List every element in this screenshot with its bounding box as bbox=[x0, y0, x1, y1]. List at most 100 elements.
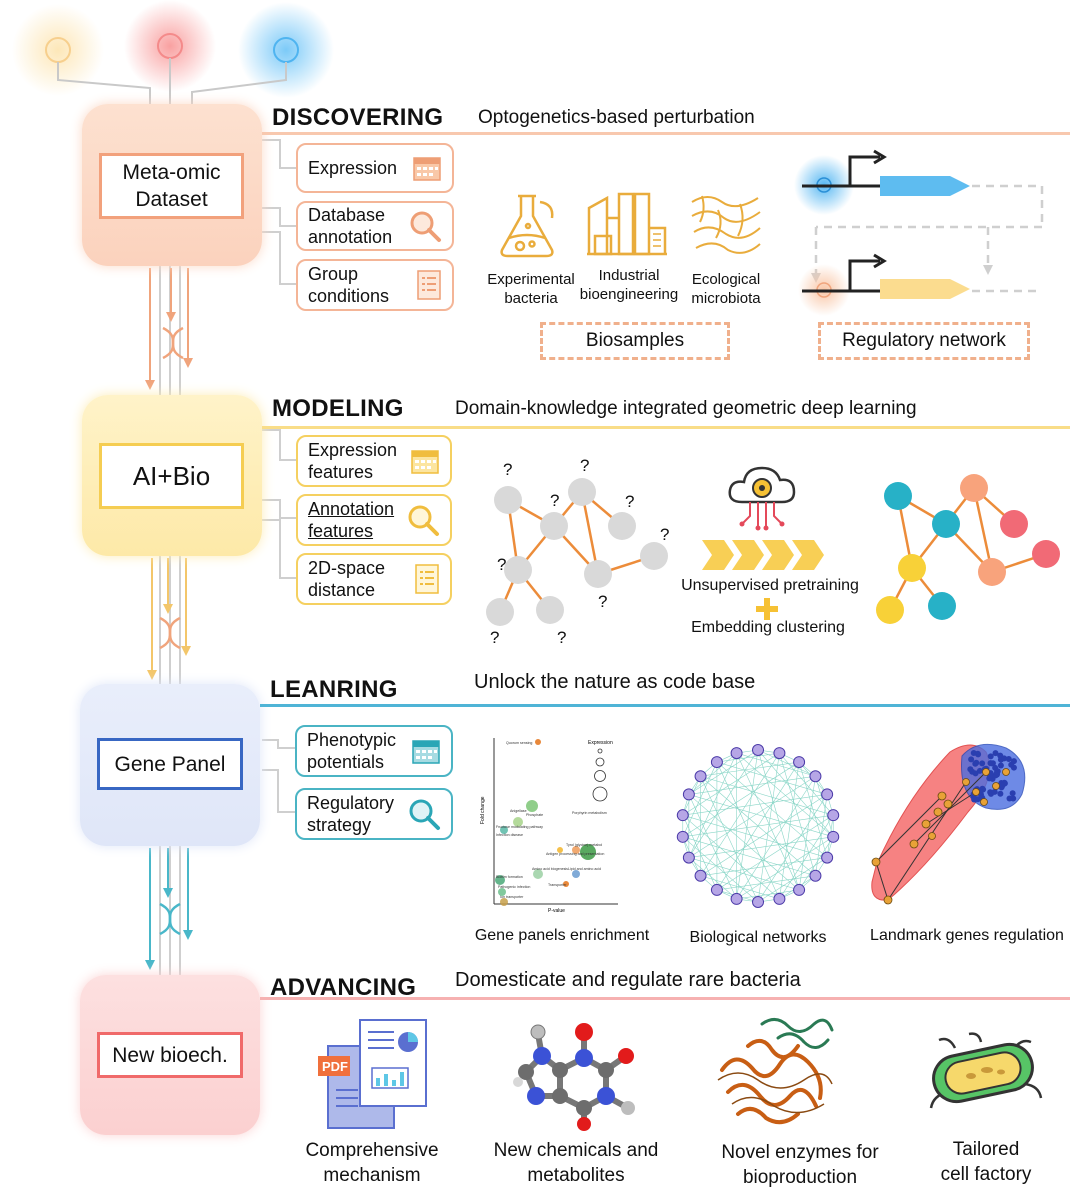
molecule-icon bbox=[513, 1023, 635, 1131]
network-edge bbox=[736, 776, 816, 900]
discovering-title: DISCOVERING bbox=[272, 104, 444, 131]
expression-feature: Expression bbox=[296, 143, 454, 193]
network-node bbox=[710, 756, 723, 769]
cluster-node bbox=[979, 760, 986, 767]
pdf-document-icon: PDF bbox=[318, 1019, 427, 1129]
network-edge bbox=[688, 752, 737, 795]
modeling-rule bbox=[262, 426, 1070, 429]
question-mark: ? bbox=[490, 628, 500, 647]
clustered-graph bbox=[876, 474, 1060, 624]
question-mark: ? bbox=[550, 491, 560, 510]
biosamples-label: Biosamples bbox=[540, 322, 730, 360]
network-edge bbox=[757, 753, 780, 903]
cluster-node bbox=[970, 750, 977, 757]
cluster-node bbox=[1001, 755, 1008, 762]
network-edge bbox=[815, 776, 834, 837]
network-node bbox=[676, 830, 689, 843]
new-chemicals-caption: New chemicals and metabolites bbox=[493, 1140, 659, 1186]
question-mark: ? bbox=[580, 456, 590, 475]
scatter-point-label: Quorum sensing bbox=[506, 741, 532, 745]
biological-networks-caption: Biological networks bbox=[689, 929, 827, 946]
plus-icon bbox=[756, 598, 778, 620]
network-edge bbox=[682, 814, 828, 858]
scatter-point-label: Tyrol (glycine) metabol bbox=[566, 843, 602, 847]
network-edge bbox=[700, 776, 759, 903]
cluster-node bbox=[1006, 795, 1013, 802]
discovering-rule bbox=[262, 132, 1070, 135]
question-mark: ? bbox=[660, 525, 670, 544]
network-node bbox=[821, 788, 834, 801]
advancing-subtitle: Domesticate and regulate rare bacteria bbox=[455, 969, 801, 991]
learning-rule bbox=[260, 704, 1070, 707]
network-node bbox=[694, 869, 707, 882]
network-edge bbox=[716, 761, 828, 795]
cluster-node bbox=[994, 771, 1001, 778]
scatter-point-label: Transporter bbox=[548, 883, 567, 887]
network-node bbox=[827, 830, 840, 843]
regulatory-strategy-feature: Regulatory strategy bbox=[295, 788, 453, 840]
network-node bbox=[730, 892, 743, 905]
network-node bbox=[752, 744, 764, 756]
cluster-node bbox=[968, 756, 975, 763]
scatter-xlabel: P-value bbox=[548, 908, 565, 914]
calendar-icon bbox=[411, 450, 439, 474]
network-edge bbox=[700, 857, 828, 877]
network-edge bbox=[757, 749, 834, 838]
question-mark: ? bbox=[598, 592, 608, 611]
network-edge bbox=[688, 752, 737, 858]
learning-title: LEANRING bbox=[270, 676, 398, 703]
network-edge bbox=[798, 776, 816, 890]
network-edge bbox=[700, 775, 834, 816]
red-light-icon bbox=[124, 0, 216, 92]
group-conditions-feature: Group conditions bbox=[296, 259, 454, 311]
ecological-microbiota-caption: Ecological microbiota bbox=[691, 271, 761, 307]
network-edge bbox=[716, 761, 780, 900]
network-edge bbox=[700, 794, 828, 877]
cluster-node bbox=[999, 782, 1006, 789]
unsupervised-pretraining-caption: Unsupervised pretraining bbox=[681, 577, 859, 594]
scatter-point-label: Antigen processing and presentation bbox=[546, 852, 604, 856]
cluster-node bbox=[971, 796, 978, 803]
scatter-point-label: Biofilm formation bbox=[496, 875, 523, 879]
enzyme-icon bbox=[717, 1018, 834, 1125]
network-node bbox=[827, 809, 840, 822]
ai-cloud-icon bbox=[728, 466, 796, 531]
regulatory-network-diagram bbox=[794, 149, 1044, 316]
network-edge bbox=[700, 776, 816, 876]
network-edge bbox=[736, 836, 834, 900]
annotation-features-feature: Annotation features bbox=[296, 494, 452, 546]
landmark-genes-graph bbox=[871, 743, 1026, 905]
network-edge bbox=[736, 749, 759, 899]
cluster-node bbox=[997, 790, 1004, 797]
yellow-light-icon bbox=[12, 4, 104, 96]
question-mark: ? bbox=[503, 460, 513, 479]
regulatory-network-label: Regulatory network bbox=[818, 322, 1030, 360]
dna-icon bbox=[159, 616, 181, 650]
cluster-node bbox=[988, 760, 995, 767]
network-edge bbox=[700, 752, 780, 876]
network-node bbox=[676, 809, 689, 822]
network-node bbox=[773, 892, 786, 905]
search-icon bbox=[409, 799, 440, 830]
network-edge bbox=[779, 752, 816, 876]
scatter-point-label: Infection disease bbox=[496, 833, 523, 837]
dna-icon bbox=[159, 902, 181, 936]
network-edge bbox=[682, 794, 828, 816]
scatter-point-label: Lipid and amino acid bbox=[568, 867, 601, 871]
question-mark: ? bbox=[497, 555, 507, 574]
network-edge bbox=[688, 857, 800, 891]
network-edge bbox=[682, 761, 800, 838]
network-edge bbox=[815, 794, 828, 876]
advancing-title: ADVANCING bbox=[270, 974, 417, 1001]
scatter-point-label: Amino acid biogenesis bbox=[532, 867, 568, 871]
network-edge bbox=[757, 749, 816, 777]
scatter-point-label: Ion transporter bbox=[500, 895, 524, 899]
network-edge bbox=[682, 752, 780, 816]
phenotypic-potentials-feature: Phenotypic potentials bbox=[295, 725, 453, 777]
network-edge bbox=[700, 875, 780, 900]
cluster-node bbox=[1008, 761, 1015, 768]
novel-enzymes-caption: Novel enzymes for bioproduction bbox=[721, 1142, 879, 1188]
database-annotation-feature: Database annotation bbox=[296, 201, 454, 251]
network-edge bbox=[736, 889, 800, 900]
dna-icon bbox=[162, 326, 184, 360]
